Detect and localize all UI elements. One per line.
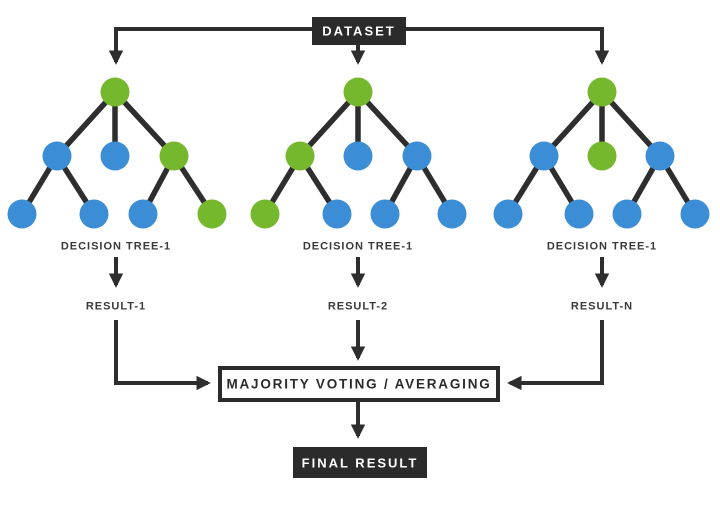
tree-node-blue	[564, 199, 594, 229]
tree-node-green	[100, 77, 130, 107]
majority-voting-label: MAJORITY VOTING / AVERAGING	[226, 377, 491, 392]
resultN-label: RESULT-N	[571, 301, 633, 313]
tree-node-green	[285, 141, 315, 171]
final-result-label: FINAL RESULT	[302, 456, 419, 471]
tree-node-blue	[493, 199, 523, 229]
majority-voting-box: MAJORITY VOTING / AVERAGING	[218, 366, 500, 402]
tree-node-green	[587, 77, 617, 107]
tree-node-blue	[7, 199, 37, 229]
tree-node-blue	[322, 199, 352, 229]
tree-node-blue	[437, 199, 467, 229]
tree-node-green	[250, 199, 280, 229]
dataset-box: DATASET	[312, 17, 406, 45]
tree3-label: DECISION TREE-1	[547, 241, 657, 253]
final-result-box-rect	[293, 447, 427, 478]
tree-node-green	[587, 141, 617, 171]
decision-tree-2	[250, 77, 467, 229]
dataset-to-tree1-arrow	[108, 27, 312, 65]
dataset-label: DATASET	[322, 24, 395, 39]
tree-node-green	[343, 77, 373, 107]
tree-edge	[355, 89, 420, 159]
resultN-to-voting-arrow	[507, 320, 604, 391]
tree-node-green	[159, 141, 189, 171]
tree-node-blue	[128, 199, 158, 229]
tree-node-blue	[370, 199, 400, 229]
tree-node-blue	[612, 199, 642, 229]
decision-tree-1	[7, 77, 227, 229]
tree2-label: DECISION TREE-1	[303, 241, 413, 253]
majority-voting-box-rect	[218, 366, 500, 402]
tree-node-blue	[42, 141, 72, 171]
dataset-box-rect	[312, 17, 406, 45]
result1-label: RESULT-1	[86, 301, 146, 313]
tree-edge	[112, 89, 177, 159]
tree1-label: DECISION TREE-1	[61, 241, 171, 253]
tree-node-blue	[680, 199, 710, 229]
tree-node-blue	[100, 141, 130, 171]
tree-node-blue	[402, 141, 432, 171]
tree-node-blue	[645, 141, 675, 171]
tree-node-blue	[529, 141, 559, 171]
result1-to-voting-arrow	[114, 320, 211, 391]
tree-node-green	[197, 199, 227, 229]
decision-tree-3	[493, 77, 710, 229]
result2-label: RESULT-2	[328, 301, 388, 313]
tree-node-blue	[343, 141, 373, 171]
dataset-to-tree3-arrow	[406, 27, 610, 65]
final-result-box: FINAL RESULT	[293, 447, 427, 478]
tree-node-blue	[79, 199, 109, 229]
